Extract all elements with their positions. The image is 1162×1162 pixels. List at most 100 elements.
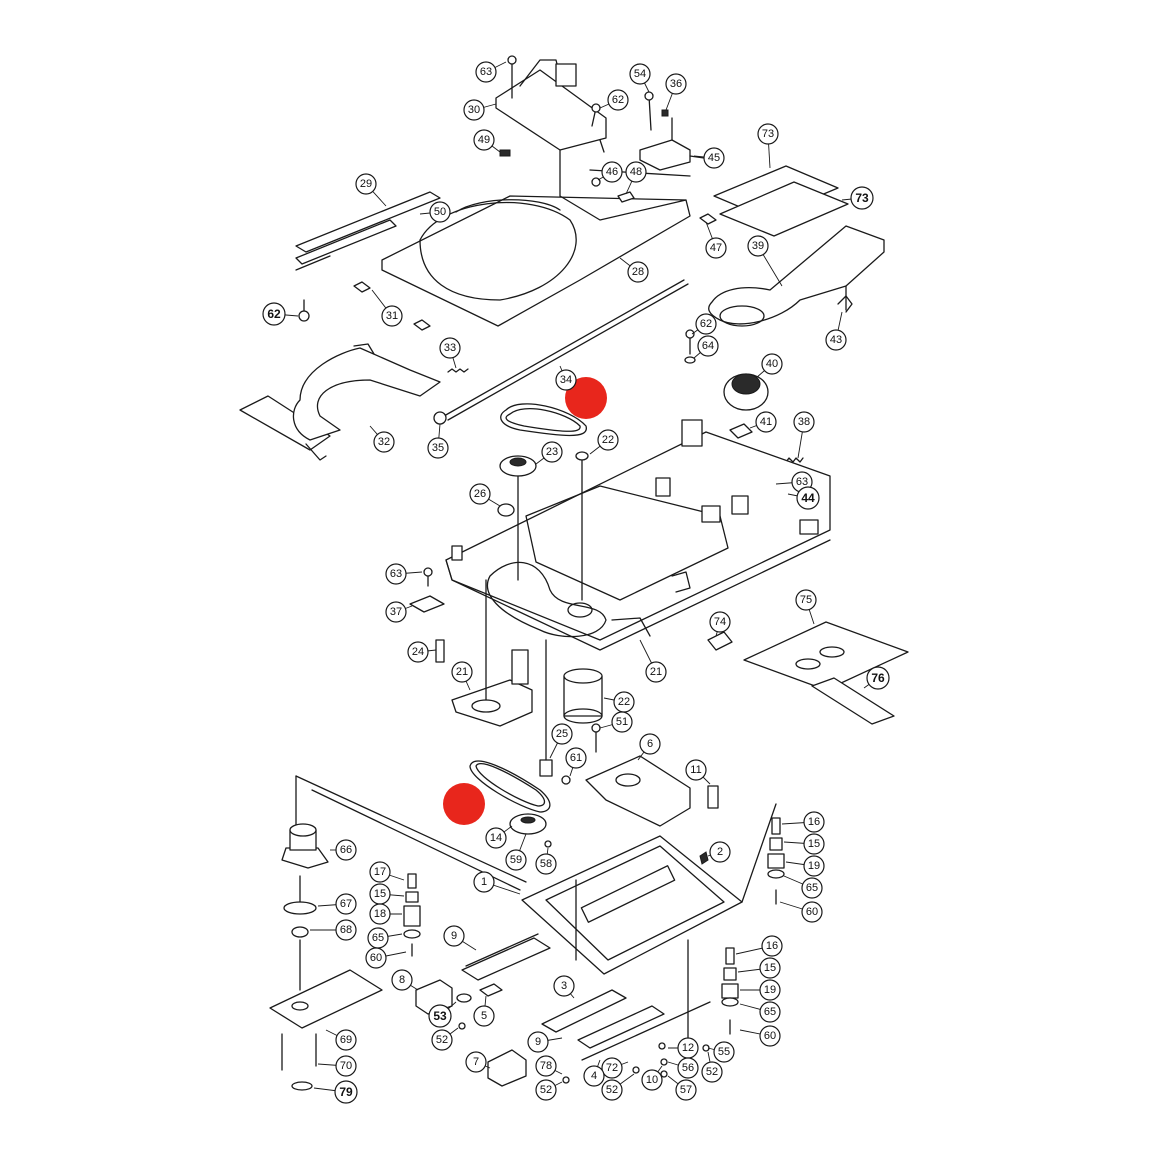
callout-circle: [759, 1001, 781, 1023]
callout-19b: 19: [740, 979, 781, 1001]
part-39-arm: [708, 225, 885, 327]
part-64-washer: [684, 356, 696, 364]
callout-66: 66: [330, 839, 357, 861]
part-22-motor: [563, 668, 603, 724]
callout-label: 57: [680, 1084, 692, 1096]
callout-12: 12: [668, 1037, 699, 1059]
callout-label: 62: [267, 307, 281, 321]
callout-label: 26: [474, 488, 486, 500]
callout-circle: [761, 353, 783, 375]
part-30-bracket: [495, 59, 607, 153]
callout-label: 54: [634, 68, 646, 80]
callout-label: 32: [378, 436, 390, 448]
callout-label: 65: [806, 882, 818, 894]
callout-label: 15: [764, 962, 776, 974]
part-40-gear: [723, 373, 769, 411]
callout-34: 34: [555, 365, 577, 391]
callout-circle: [645, 661, 667, 683]
callout-label: 3: [561, 980, 567, 992]
callout-circle: [803, 855, 825, 877]
callout-74: 74: [709, 611, 731, 637]
callout-label: 9: [535, 1036, 541, 1048]
callout-label: 52: [606, 1084, 618, 1096]
callout-circle: [601, 161, 623, 183]
callout-circle: [551, 723, 573, 745]
callout-label: 79: [339, 1085, 353, 1099]
callout-label: 34: [560, 374, 572, 386]
callout-35: 35: [427, 423, 449, 459]
callout-label: 39: [752, 240, 764, 252]
part-41-clip: [729, 423, 753, 439]
callout-circle: [541, 441, 563, 463]
callout-label: 60: [764, 1030, 776, 1042]
callout-9b: 9: [527, 1031, 563, 1053]
callout-label: 75: [800, 594, 812, 606]
callout-4: 4: [583, 1059, 605, 1087]
callout-label: 60: [370, 952, 382, 964]
part-32-guide: [239, 343, 441, 461]
callout-19a: 19: [785, 855, 825, 877]
callout-label: 68: [340, 924, 352, 936]
callout-40: 40: [755, 353, 783, 379]
callout-label: 72: [606, 1062, 618, 1074]
callout-circle: [469, 483, 491, 505]
callout-62b: 62: [262, 302, 299, 326]
callout-69: 69: [325, 1029, 357, 1051]
callout-circle: [555, 369, 577, 391]
callout-circle: [685, 759, 707, 781]
part-14-pulley: [509, 813, 547, 835]
callout-circle: [755, 411, 777, 433]
callout-label: 69: [340, 1034, 352, 1046]
callout-label: 1: [481, 876, 487, 888]
callout-label: 62: [612, 94, 624, 106]
callout-circle: [485, 827, 507, 849]
callout-3: 3: [553, 975, 575, 999]
callout-label: 15: [374, 888, 386, 900]
part-45-bracket: [639, 117, 705, 171]
part-belt-bottom: [469, 760, 551, 813]
callout-circle: [611, 711, 633, 733]
part-22-shaft: [575, 451, 589, 601]
callout-54: 54: [629, 63, 651, 93]
part-16-15-19-65-60-stack-right-top: [767, 817, 785, 905]
part-28-tray: [381, 149, 691, 327]
callout-label: 74: [714, 616, 726, 628]
part-37-bracket: [409, 595, 445, 613]
callout-label: 55: [718, 1046, 730, 1058]
callout-15a: 15: [783, 833, 825, 855]
callout-label: 22: [602, 434, 614, 446]
callout-circle: [381, 305, 403, 327]
callout-65c: 65: [739, 1001, 781, 1023]
callout-circle: [825, 329, 847, 351]
callout-circle: [439, 337, 461, 359]
callout-circle: [709, 841, 731, 863]
callout-73b: 73: [841, 186, 874, 210]
callout-circle: [695, 313, 717, 335]
callout-circle: [385, 563, 407, 585]
part-75-plate: [743, 621, 909, 691]
callout-label: 58: [540, 858, 552, 870]
callout-label: 21: [456, 666, 468, 678]
part-35-collar: [433, 411, 447, 425]
callout-28: 28: [619, 257, 649, 283]
callout-circle: [701, 1061, 723, 1083]
callout-29: 29: [355, 173, 387, 207]
callout-label: 52: [436, 1034, 448, 1046]
part-12-56-57-hardware: [658, 1042, 668, 1078]
part-36-tab: [661, 109, 669, 117]
part-63-screw-mid: [423, 567, 433, 587]
callout-label: 24: [412, 646, 424, 658]
callout-circle: [335, 919, 357, 941]
part-11-switch: [707, 785, 719, 809]
callout-label: 29: [360, 178, 372, 190]
callout-67: 67: [317, 893, 357, 915]
callout-label: 63: [480, 66, 492, 78]
callout-21b: 21: [639, 639, 667, 683]
callout-78: 78: [535, 1055, 563, 1077]
callout-1: 1: [473, 871, 521, 895]
callout-circle: [795, 589, 817, 611]
callout-circle: [463, 99, 485, 121]
part-34-rod: [443, 279, 689, 421]
callout-label: 53: [433, 1009, 447, 1023]
part-67-disc: [283, 875, 317, 915]
